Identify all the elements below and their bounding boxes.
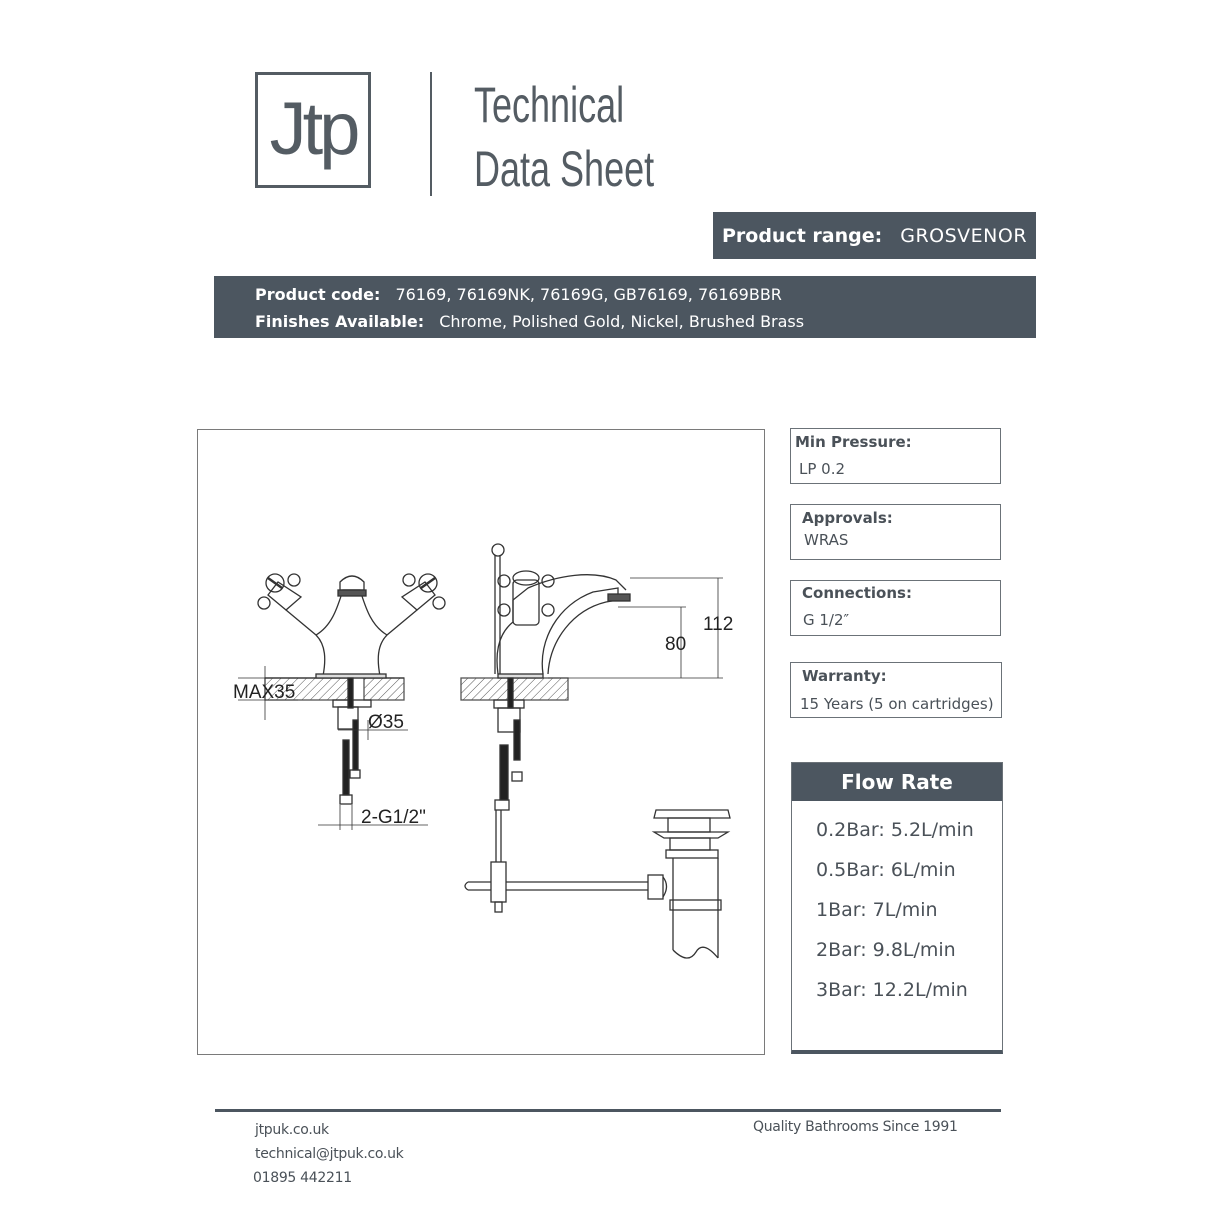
spec-value: G 1/2″ <box>803 611 850 629</box>
product-range-value: GROSVENOR <box>900 224 1028 247</box>
title-line-2: Data Sheet <box>474 141 655 197</box>
footer-email-link[interactable]: technical@jtpuk.co.uk <box>255 1146 404 1162</box>
flow-rate-item: 0.2Bar: 5.2L/min <box>816 819 974 841</box>
flow-rate-title: Flow Rate <box>792 763 1002 801</box>
flow-rate-panel: Flow Rate 0.2Bar: 5.2L/min 0.5Bar: 6L/mi… <box>791 762 1003 1054</box>
flow-rate-item: 2Bar: 9.8L/min <box>816 939 956 961</box>
spec-value: LP 0.2 <box>799 460 846 478</box>
spec-min-pressure: Min Pressure: LP 0.2 <box>790 428 1001 484</box>
product-range-label: Product range: <box>721 224 883 247</box>
logo-text: Jtp <box>269 87 361 170</box>
dim-connection: 2-G1/2" <box>361 807 426 828</box>
front-view-tap <box>238 573 446 830</box>
flow-rate-item: 1Bar: 7L/min <box>816 899 938 921</box>
footer-divider <box>215 1109 1001 1112</box>
dim-hole-diameter: Ø35 <box>368 712 404 733</box>
spec-approvals: Approvals: WRAS <box>790 504 1001 560</box>
spec-label: Approvals: <box>802 509 893 527</box>
spec-connections: Connections: G 1/2″ <box>790 580 1001 636</box>
finishes-label: Finishes Available: <box>255 312 425 331</box>
product-code-label: Product code: <box>255 285 381 304</box>
header-divider <box>430 72 432 196</box>
finishes-value: Chrome, Polished Gold, Nickel, Brushed B… <box>439 312 805 331</box>
spec-label: Connections: <box>802 584 912 602</box>
dim-overall-height: 112 <box>703 614 733 635</box>
finishes-row: Finishes Available: Chrome, Polished Gol… <box>255 312 804 331</box>
dim-spout-height: 80 <box>665 634 686 655</box>
spec-warranty: Warranty: 15 Years (5 on cartridges) <box>790 662 1002 718</box>
spec-value: 15 Years (5 on cartridges) <box>800 695 994 713</box>
footer-tagline: Quality Bathrooms Since 1991 <box>753 1119 958 1135</box>
flow-rate-item: 0.5Bar: 6L/min <box>816 859 956 881</box>
spec-value: WRAS <box>804 531 849 549</box>
spec-label: Min Pressure: <box>795 433 912 451</box>
technical-drawing: MAX35 Ø35 2-G1/2" 80 112 <box>197 429 765 1055</box>
product-info-bar: Product code: 76169, 76169NK, 76169G, GB… <box>214 276 1036 338</box>
dim-max-thickness: MAX35 <box>233 682 295 703</box>
product-code-value: 76169, 76169NK, 76169G, GB76169, 76169BB… <box>395 285 782 304</box>
footer-phone: 01895 442211 <box>253 1170 352 1186</box>
title-line-1: Technical <box>474 77 625 133</box>
footer-website-link[interactable]: jtpuk.co.uk <box>255 1122 329 1138</box>
jtp-logo: Jtp <box>255 72 371 188</box>
flow-rate-item: 3Bar: 12.2L/min <box>816 979 968 1001</box>
side-view-tap <box>460 543 731 959</box>
product-code-row: Product code: 76169, 76169NK, 76169G, GB… <box>255 285 782 304</box>
spec-label: Warranty: <box>802 667 887 685</box>
product-range-bar: Product range: GROSVENOR <box>713 212 1036 259</box>
